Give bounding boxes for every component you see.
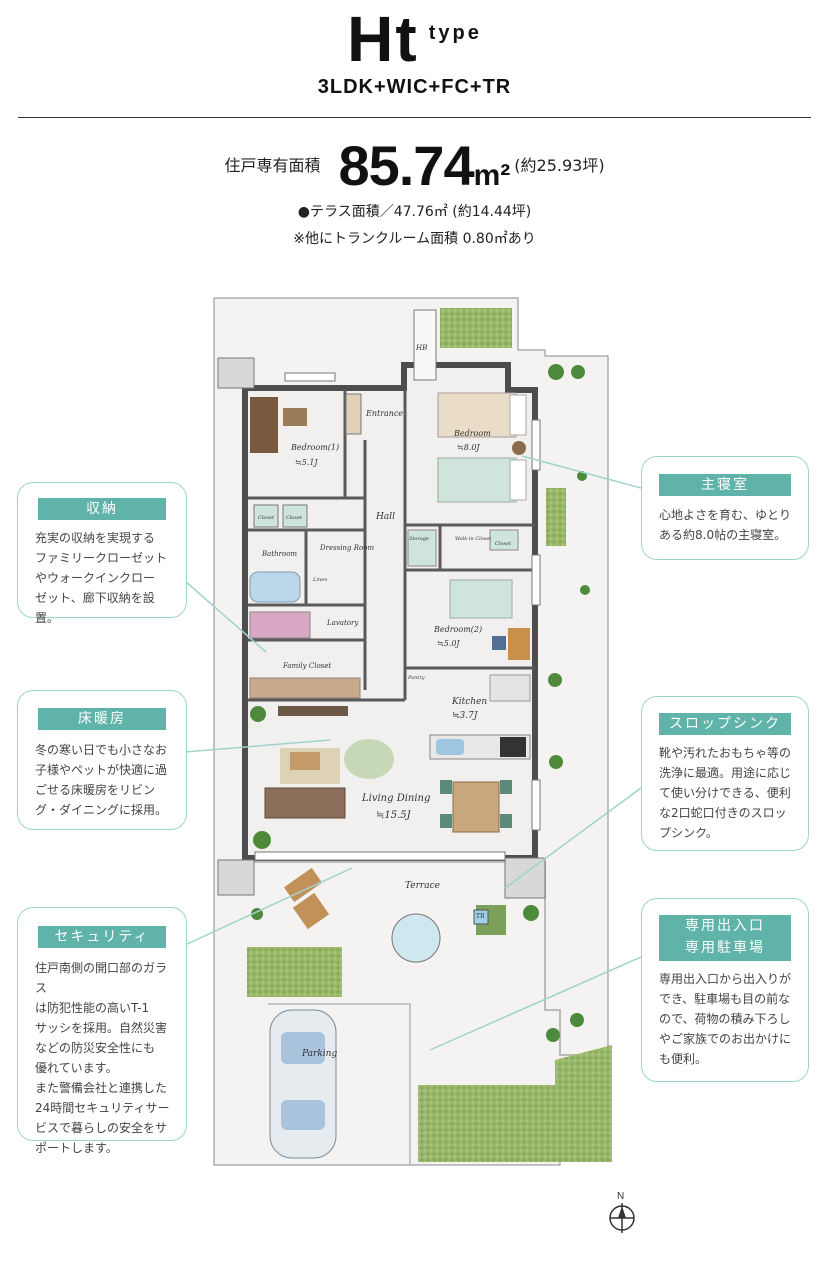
lawn-left <box>247 947 342 997</box>
kitchen-label: Kitchen <box>451 697 487 707</box>
callout-master-bedroom-text: 心地よさを育む、ゆとり ある約8.0帖の主寝室。 <box>659 508 792 542</box>
closet-a-label: Closet <box>258 515 275 521</box>
linen-label: Linen <box>312 577 327 583</box>
callout-slop-sink: スロップシンク 靴や汚れたおもちゃ等の 洗浄に最適。用途に応じ て使い分けできる… <box>641 696 809 851</box>
callout-storage-title: 収納 <box>38 498 166 520</box>
floor-area-unit: m² <box>473 159 511 192</box>
floor-area-tsubo: (約25.93坪) <box>514 156 605 175</box>
callout-master-bedroom-title: 主寝室 <box>659 474 791 496</box>
family-closet-label: Family Closet <box>282 662 331 670</box>
lawn-top <box>440 308 512 348</box>
living-dining-label: Living Dining <box>361 793 430 804</box>
hb-label: HB <box>415 344 427 352</box>
hall-label: Hall <box>375 512 395 522</box>
walkin-label: Walk-in Closet <box>455 536 492 542</box>
callout-floor-heating-text: 冬の寒い日でも小さなお 子様やペットが快適に過 ごせる床暖房をリビン グ・ダイニ… <box>35 743 168 817</box>
type-name: Ht <box>347 3 419 75</box>
trunk-room-note: ※他にトランクルーム面積 0.80㎡あり <box>293 231 536 247</box>
callout-floor-heating-title: 床暖房 <box>38 708 166 730</box>
closet-b-label: Closet <box>286 515 303 521</box>
lawn-bottom <box>418 1045 612 1162</box>
divider <box>18 117 811 118</box>
terrace-area-note: ●テラス面積／47.76㎡ (約14.44坪) <box>297 204 532 220</box>
callout-security-text: 住戸南側の開口部のガラス は防犯性能の高いT-1 サッシを採用。自然災害 などの… <box>35 961 170 1155</box>
tr-label: TR <box>476 913 485 920</box>
callout-storage-text: 充実の収納を実現する ファミリークローゼット やウォークインクロー ゼット、廊下… <box>35 531 168 625</box>
callout-security-title: セキュリティ <box>38 926 166 948</box>
pantry-label: Pantry <box>407 675 425 681</box>
storage-label: Storage <box>409 536 429 542</box>
layout-code: 3LDK+WIC+FC+TR <box>317 76 512 98</box>
callout-slop-sink-text: 靴や汚れたおもちゃ等の 洗浄に最適。用途に応じ て使い分けできる、便利 な2口蛇… <box>659 746 792 840</box>
lavatory-label: Lavatory <box>326 619 359 627</box>
bedroom1-size: ≒5.1J <box>295 458 318 467</box>
bathroom-label: Bathroom <box>261 550 297 558</box>
callout-private-entrance-title: 専用出入口 専用駐車場 <box>659 915 791 961</box>
bedroom2-size: ≒5.0J <box>437 639 460 648</box>
kitchen-size: ≒3.7J <box>452 711 479 721</box>
master-bedroom-size: ≒8.0J <box>457 443 480 452</box>
bedroom1-label: Bedroom(1) <box>290 443 339 452</box>
planter-right <box>546 488 566 546</box>
floor-area-label: 住戸専有面積 <box>224 156 321 175</box>
callout-security: セキュリティ 住戸南側の開口部のガラス は防犯性能の高いT-1 サッシを採用。自… <box>17 907 187 1155</box>
dressing-label: Dressing Room <box>319 544 374 552</box>
master-bedroom-label: Bedroom <box>453 429 491 438</box>
entrance-label: Entrance <box>365 409 403 418</box>
north-label: N <box>617 1191 625 1202</box>
bedroom2-label: Bedroom(2) <box>433 625 482 634</box>
callout-private-entrance: 専用出入口 専用駐車場 専用出入口から出入りが でき、駐車場も目の前な ので、荷… <box>641 898 809 1082</box>
floor-area: 住戸専有面積 85.74m²(約25.93坪) <box>0 133 829 198</box>
floor-area-value: 85.74 <box>338 134 474 197</box>
type-word: type <box>428 22 482 44</box>
terrace-label: Terrace <box>405 881 440 891</box>
closet-c-label: Closet <box>495 541 512 547</box>
parking-label: Parking <box>301 1049 337 1059</box>
callout-floor-heating: 床暖房 冬の寒い日でも小さなお 子様やペットが快適に過 ごせる床暖房をリビン グ… <box>17 690 187 830</box>
callout-private-entrance-text: 専用出入口から出入りが でき、駐車場も目の前な ので、荷物の積み下ろし やご家族… <box>659 972 792 1066</box>
callout-master-bedroom: 主寝室 心地よさを育む、ゆとり ある約8.0帖の主寝室。 <box>641 456 809 560</box>
living-dining-size: ≒15.5J <box>376 810 412 821</box>
callout-storage: 収納 充実の収納を実現する ファミリークローゼット やウォークインクロー ゼット… <box>17 482 187 625</box>
callout-slop-sink-title: スロップシンク <box>659 713 791 735</box>
